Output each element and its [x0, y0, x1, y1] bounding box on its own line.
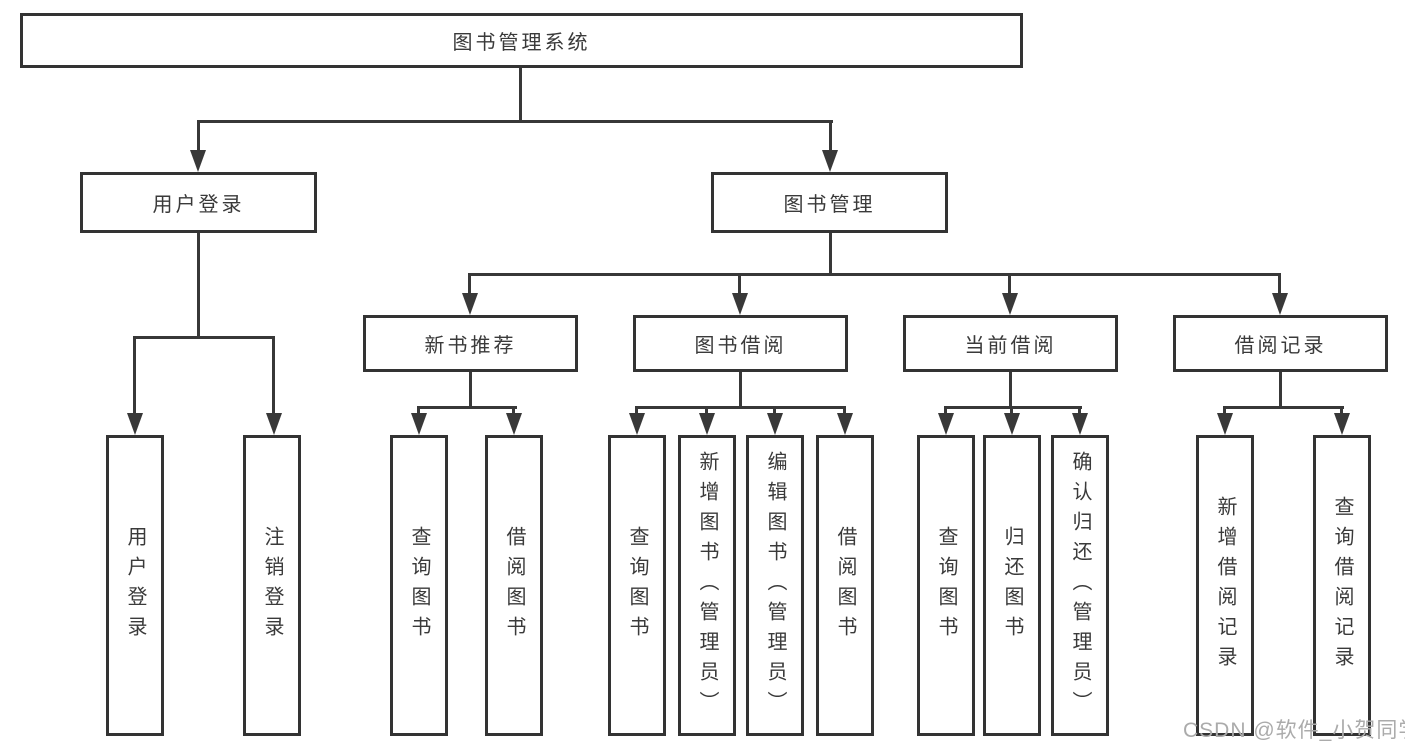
- connector-line: [1279, 372, 1282, 409]
- leaf-query-books-current: 查询图书: [917, 435, 975, 736]
- arrow-down-icon: [1002, 293, 1018, 315]
- node-user-login: 用户登录: [80, 172, 317, 233]
- node-label: 用户登录: [152, 194, 245, 216]
- connector-line: [133, 336, 136, 416]
- leaf-label: 借阅图书: [834, 525, 856, 646]
- connector-line: [739, 372, 742, 409]
- connector-line: [1340, 406, 1343, 416]
- connector-line: [1009, 372, 1012, 409]
- leaf-label: 新增图书（管理员）: [696, 450, 718, 721]
- connector-line: [133, 336, 275, 339]
- node-current-borrowing: 当前借阅: [903, 315, 1118, 372]
- leaf-label: 借阅图书: [503, 525, 525, 646]
- connector-line: [272, 336, 275, 416]
- leaf-label: 查询图书: [626, 525, 648, 646]
- node-label: 图书管理系统: [452, 32, 591, 54]
- connector-line: [829, 233, 832, 276]
- connector-line: [843, 406, 846, 416]
- arrow-down-icon: [699, 413, 715, 435]
- leaf-user-login: 用户登录: [106, 435, 164, 736]
- arrow-down-icon: [411, 413, 427, 435]
- connector-line: [635, 406, 638, 416]
- leaf-confirm-return-admin: 确认归还（管理员）: [1051, 435, 1109, 736]
- leaf-add-borrow-record: 新增借阅记录: [1196, 435, 1254, 736]
- leaf-return-books: 归还图书: [983, 435, 1041, 736]
- connector-line: [469, 372, 472, 409]
- leaf-query-books-borrowing: 查询图书: [608, 435, 666, 736]
- connector-line: [1010, 406, 1013, 416]
- connector-line: [1278, 273, 1281, 297]
- connector-line: [1223, 406, 1226, 416]
- arrow-down-icon: [1272, 293, 1288, 315]
- arrow-down-icon: [822, 150, 838, 172]
- leaf-edit-books-admin: 编辑图书（管理员）: [746, 435, 804, 736]
- arrow-down-icon: [629, 413, 645, 435]
- connector-line: [417, 406, 517, 409]
- leaf-label: 新增借阅记录: [1214, 495, 1236, 676]
- csdn-watermark: CSDN @软件_小贺同学: [1183, 719, 1405, 742]
- node-label: 图书借阅: [694, 335, 787, 357]
- arrow-down-icon: [837, 413, 853, 435]
- connector-line: [197, 120, 200, 153]
- connector-line: [1223, 406, 1344, 409]
- connector-line: [512, 406, 515, 416]
- arrow-down-icon: [462, 293, 478, 315]
- node-borrowing-records: 借阅记录: [1173, 315, 1388, 372]
- leaf-label: 注销登录: [261, 525, 283, 646]
- arrow-down-icon: [1072, 413, 1088, 435]
- leaf-add-books-admin: 新增图书（管理员）: [678, 435, 736, 736]
- connector-line: [944, 406, 947, 416]
- leaf-label: 编辑图书（管理员）: [764, 450, 786, 721]
- leaf-label: 归还图书: [1001, 525, 1023, 646]
- leaf-query-books-recommend: 查询图书: [390, 435, 448, 736]
- arrow-down-icon: [127, 413, 143, 435]
- connector-line: [738, 273, 741, 297]
- leaf-label: 查询借阅记录: [1331, 495, 1353, 676]
- connector-line: [469, 273, 1281, 276]
- connector-line: [635, 406, 846, 409]
- connector-line: [829, 120, 832, 153]
- connector-line: [1078, 406, 1081, 416]
- arrow-down-icon: [1217, 413, 1233, 435]
- leaf-label: 查询图书: [935, 525, 957, 646]
- leaf-borrow-books-borrowing: 借阅图书: [816, 435, 874, 736]
- node-label: 借阅记录: [1234, 335, 1327, 357]
- node-label: 当前借阅: [964, 335, 1057, 357]
- node-label: 新书推荐: [424, 335, 517, 357]
- leaf-label: 查询图书: [408, 525, 430, 646]
- arrow-down-icon: [938, 413, 954, 435]
- connector-line: [417, 406, 420, 416]
- connector-line: [519, 68, 522, 123]
- connector-line: [705, 406, 708, 416]
- leaf-logout: 注销登录: [243, 435, 301, 736]
- arrow-down-icon: [1004, 413, 1020, 435]
- connector-line: [1008, 273, 1011, 297]
- connector-line: [773, 406, 776, 416]
- arrow-down-icon: [732, 293, 748, 315]
- node-book-management: 图书管理: [711, 172, 948, 233]
- leaf-borrow-books-recommend: 借阅图书: [485, 435, 543, 736]
- connector-line: [197, 233, 200, 339]
- node-label: 图书管理: [783, 194, 876, 216]
- arrow-down-icon: [1334, 413, 1350, 435]
- node-root-library-system: 图书管理系统: [20, 13, 1023, 68]
- connector-line: [468, 273, 471, 297]
- leaf-label: 用户登录: [124, 525, 146, 646]
- arrow-down-icon: [266, 413, 282, 435]
- arrow-down-icon: [190, 150, 206, 172]
- connector-line: [944, 406, 1082, 409]
- connector-line: [197, 120, 833, 123]
- node-book-borrowing: 图书借阅: [633, 315, 848, 372]
- arrow-down-icon: [506, 413, 522, 435]
- leaf-query-borrow-record: 查询借阅记录: [1313, 435, 1371, 736]
- node-new-book-recommend: 新书推荐: [363, 315, 578, 372]
- leaf-label: 确认归还（管理员）: [1069, 450, 1091, 721]
- arrow-down-icon: [767, 413, 783, 435]
